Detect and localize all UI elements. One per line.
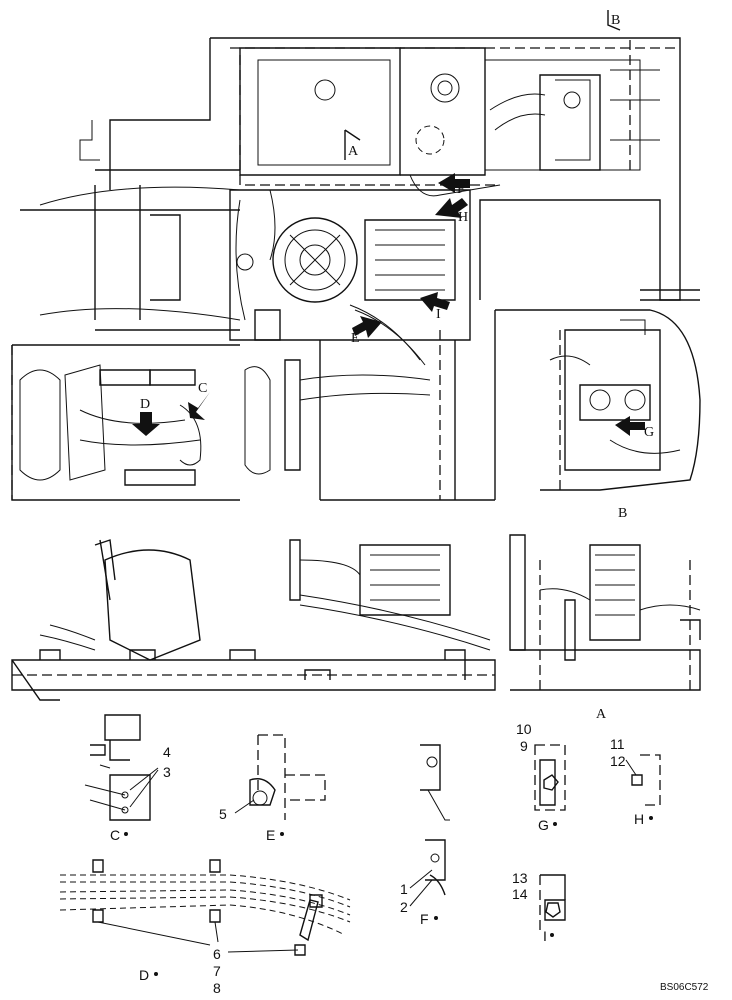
detail-i [539, 874, 566, 930]
item-number-10: 10 [516, 721, 532, 737]
view-letter-e: E [351, 331, 360, 346]
detail-dot-i [550, 933, 554, 937]
detail-label-h: H [634, 811, 644, 827]
item-number-7: 7 [213, 963, 221, 979]
item-number-13: 13 [512, 870, 528, 886]
view-letter-d: D [140, 397, 150, 412]
view-letter-b-inset: B [618, 506, 627, 521]
arrow-g [615, 416, 645, 436]
detail-g [534, 744, 566, 811]
arrow-i [420, 292, 450, 312]
item-number-2: 2 [400, 899, 408, 915]
arrow-f [438, 173, 470, 193]
figure-code: BS06C572 [660, 982, 709, 993]
view-a [509, 534, 701, 691]
detail-label-i: I [543, 928, 547, 944]
item-number-14: 14 [512, 886, 528, 902]
view-letter-a-side: A [596, 707, 607, 722]
view-letter-h: H [458, 210, 468, 225]
detail-label-f: F [420, 911, 429, 927]
detail-dot-c [124, 832, 128, 836]
item-number-1: 1 [400, 881, 408, 897]
view-letter-g: G [644, 425, 654, 440]
detail-dot-h [649, 816, 653, 820]
item-number-11: 11 [610, 736, 625, 752]
control-area-view [11, 330, 495, 501]
main-pump-assembly [229, 174, 700, 366]
detail-dot-d [154, 972, 158, 976]
view-letter-f: F [457, 182, 465, 197]
detail-label-e: E [266, 827, 275, 843]
item-number-3: 3 [163, 764, 171, 780]
upper-frame-outline [20, 10, 681, 331]
item-number-5: 5 [219, 806, 227, 822]
view-letter-c: C [198, 381, 207, 396]
detail-c [84, 714, 159, 821]
detail-d [59, 859, 351, 956]
side-elevation-view [11, 539, 496, 701]
callout-arrows [352, 173, 470, 338]
item-number-4: 4 [163, 744, 171, 760]
view-letter-a-main: A [348, 144, 359, 159]
detail-dot-f [434, 916, 438, 920]
detail-dot-g [553, 822, 557, 826]
item-number-9: 9 [520, 738, 528, 754]
detail-e [234, 734, 326, 820]
detail-dot-e [280, 832, 284, 836]
arrow-e [352, 316, 382, 338]
arrow-d [132, 412, 160, 436]
detail-h [625, 754, 661, 806]
detail-label-c: C [110, 827, 120, 843]
view-letter-b-top: B [611, 13, 620, 28]
detail-f [409, 744, 450, 907]
detail-label-d: D [139, 967, 149, 983]
item-number-8: 8 [213, 980, 221, 996]
arrow-h [435, 198, 468, 218]
inset-view-b [494, 309, 701, 500]
view-letter-i: I [436, 307, 441, 322]
arrow-c [188, 392, 210, 420]
detail-label-g: G [538, 817, 549, 833]
item-number-12: 12 [610, 753, 626, 769]
item-number-6: 6 [213, 946, 221, 962]
